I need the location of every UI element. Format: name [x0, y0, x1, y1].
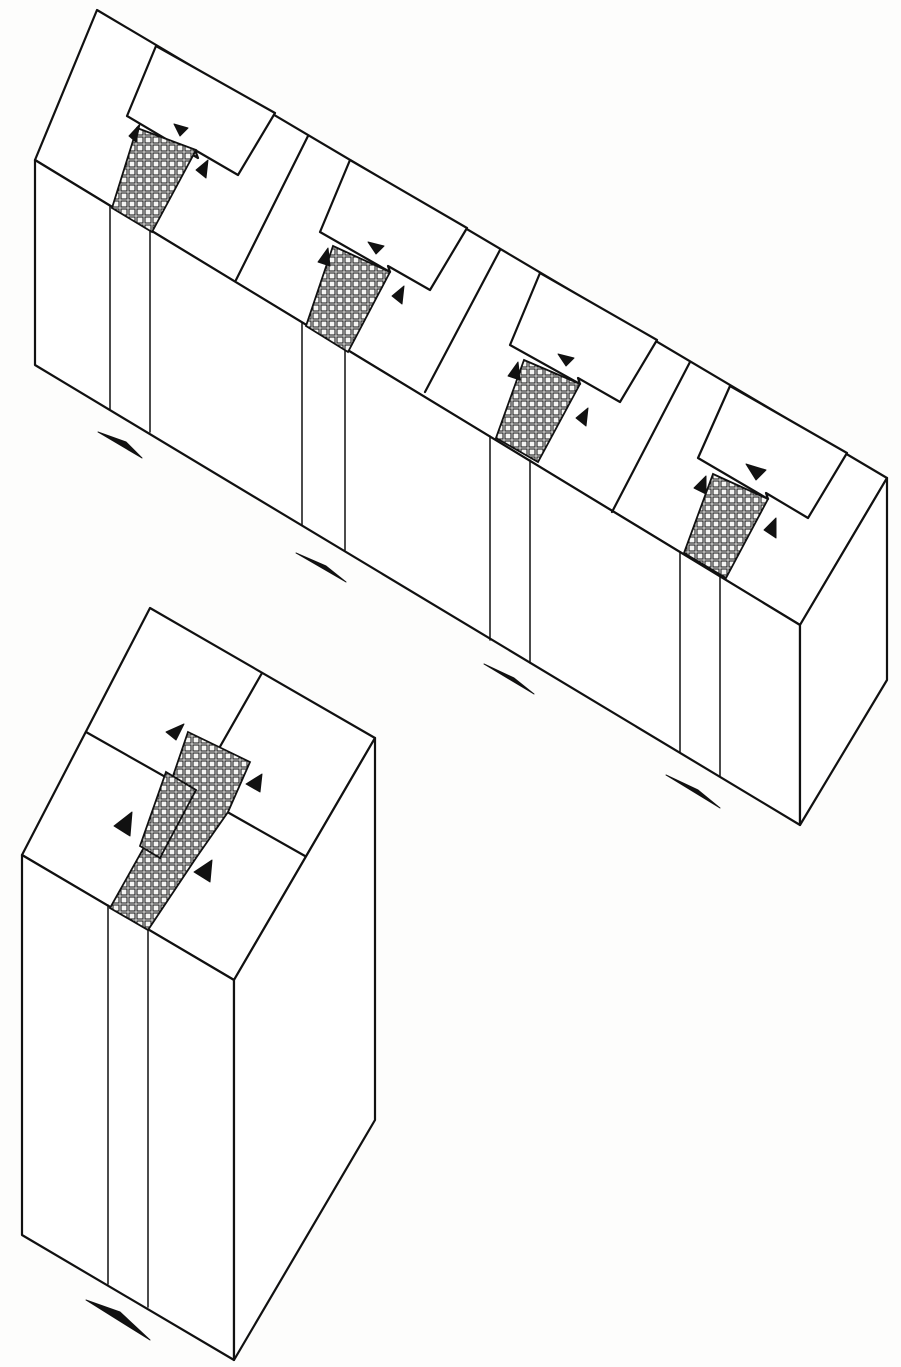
tower-block: [20, 606, 377, 1362]
arrow-triangle-icon: [665, 774, 721, 809]
slab-section-3: [494, 271, 659, 464]
slab-section-4: [682, 384, 849, 580]
slab-section-2: [304, 158, 469, 354]
arrow-triangle-icon: [195, 159, 209, 179]
arrow-triangle-icon: [113, 811, 133, 837]
arrow-triangle-icon: [85, 1299, 151, 1341]
unit-outline: [508, 271, 659, 404]
slab-block: [33, 8, 889, 827]
arrow-triangle-icon: [763, 517, 777, 539]
slab-facade-lines: [109, 205, 721, 777]
arrow-triangle-icon: [367, 241, 385, 255]
stair-grid-icon: [110, 126, 198, 234]
arrow-triangle-icon: [557, 353, 575, 367]
slab-section-1: [110, 44, 277, 234]
arrow-triangle-icon: [693, 475, 707, 495]
arrow-triangle-icon: [745, 463, 767, 481]
arrow-triangle-icon: [165, 723, 185, 741]
arrow-triangle-icon: [173, 123, 189, 137]
stair-grid-icon: [682, 472, 770, 580]
tower-facade-lines: [107, 904, 149, 1308]
arrow-triangle-icon: [193, 859, 213, 883]
arrow-triangle-icon: [128, 123, 141, 143]
arrow-triangle-icon: [317, 247, 331, 267]
arrow-triangle-icon: [295, 552, 347, 583]
arrow-triangle-icon: [483, 663, 535, 695]
unit-outline: [318, 158, 469, 292]
unit-outline: [696, 384, 849, 520]
slab-entrance-arrows: [97, 431, 721, 809]
arrow-triangle-icon: [391, 285, 405, 305]
tower-right-facade: [232, 736, 377, 1362]
arrow-triangle-icon: [245, 773, 263, 793]
slab-end-facade: [798, 476, 889, 827]
stair-grid-icon: [138, 770, 198, 860]
arrow-triangle-icon: [97, 431, 143, 459]
stair-grid-icon: [494, 358, 582, 464]
slab-section-dividers: [234, 134, 692, 514]
arrow-triangle-icon: [507, 361, 521, 381]
arrow-triangle-icon: [575, 407, 589, 427]
stair-grid-icon: [304, 244, 392, 354]
